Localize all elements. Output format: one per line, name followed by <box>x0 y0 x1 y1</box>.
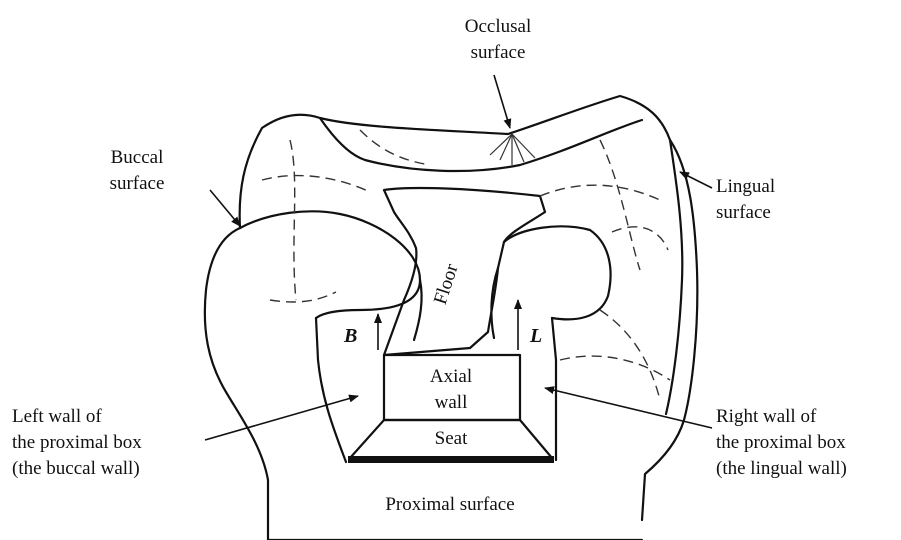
buccal-cusp-outline <box>205 228 268 540</box>
buccal-wall-edge <box>316 318 346 462</box>
axial-wall-label: Axial wall <box>406 364 496 416</box>
groove-line <box>490 134 512 155</box>
seat-label: Seat <box>406 426 496 452</box>
dashed-line <box>290 140 296 300</box>
proximal-surface-label: Proximal surface <box>340 492 560 518</box>
dashed-line <box>560 356 670 380</box>
dashed-line <box>262 176 370 192</box>
left-wall-label: Left wall of the proximal box (the bucca… <box>12 404 142 482</box>
buccal-surface-label: Buccal surface <box>92 145 182 197</box>
dashed-line <box>270 292 336 302</box>
occlusal-pointer-arrow <box>494 75 510 128</box>
groove-line <box>512 134 535 158</box>
right-wall-label: Right wall of the proximal box (the ling… <box>716 404 847 482</box>
right-cusp-lobe <box>504 226 611 319</box>
occlusal-surface-label: Occlusal surface <box>446 14 550 66</box>
buccal-pointer-arrow <box>210 190 240 226</box>
b-marker: B <box>344 323 357 349</box>
lingual-outer-edge <box>666 140 682 414</box>
dashed-line <box>612 227 668 250</box>
groove-line <box>500 134 512 160</box>
dashed-line <box>540 185 660 200</box>
groove-line <box>512 134 524 162</box>
lingual-surface-label: Lingual surface <box>716 174 775 226</box>
left-cusp-lobe <box>240 211 420 318</box>
l-marker: L <box>530 323 542 349</box>
lingual-pointer-arrow <box>680 172 712 188</box>
dashed-line <box>360 130 430 165</box>
dashed-line <box>600 310 660 400</box>
seat-base <box>348 456 554 463</box>
